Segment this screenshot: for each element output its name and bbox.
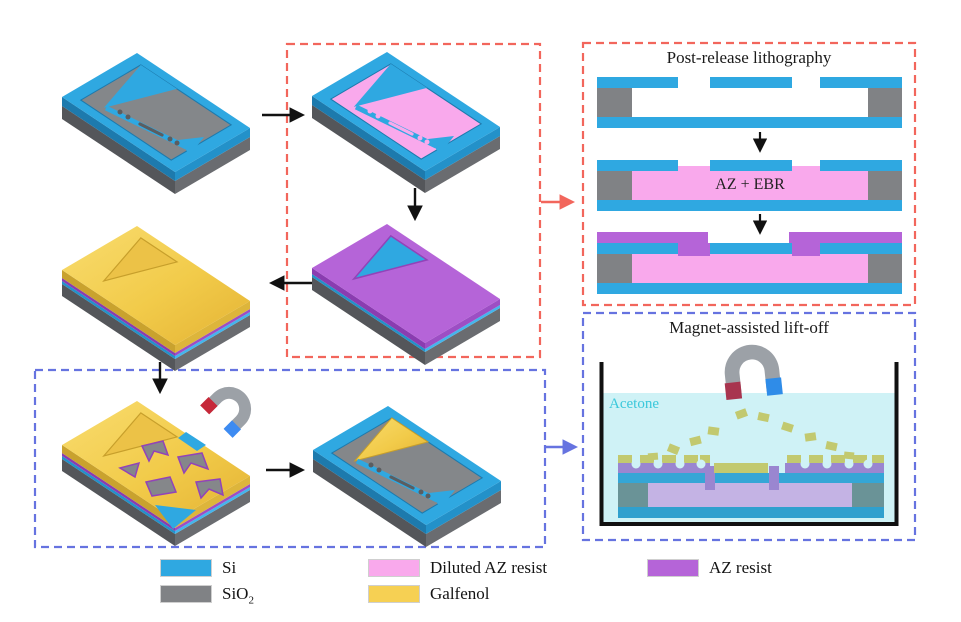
fan-pattern [353, 63, 427, 107]
chip-galfenol [62, 226, 250, 371]
legend-swatch-si [160, 559, 212, 577]
legend-swatch-sio2 [160, 585, 212, 603]
chip-final [313, 406, 501, 547]
fan-imprint [102, 237, 179, 282]
cross-sections [597, 77, 902, 294]
chip-liftoff-magnet [62, 386, 252, 546]
chip-az-resist [312, 224, 500, 365]
cross-section-patterned [597, 232, 902, 294]
az-ebr-label: AZ + EBR [715, 176, 785, 193]
legend-text-sub: 2 [248, 594, 254, 607]
legend-label-si: Si [222, 558, 236, 578]
liftoff-title: Magnet-assisted lift-off [669, 318, 829, 337]
magnet-south-pole [223, 420, 242, 438]
galfenol-tabs [618, 455, 884, 463]
chip-etched-start [62, 53, 250, 194]
beam-holes [367, 108, 430, 145]
beaker-walls [599, 362, 899, 526]
legend-swatch-galfenol [368, 585, 420, 603]
flow-arrows [152, 107, 579, 478]
legend-label-sio2: SiO2 [222, 584, 254, 610]
blue-dashed-box-right [581, 311, 917, 542]
blue-dashed-box-left [33, 368, 547, 549]
liftoff-notches [631, 459, 873, 469]
horseshoe-magnet-3d [200, 386, 252, 438]
cross-section-filled [597, 160, 902, 211]
exposed-si-notch [178, 432, 206, 451]
fan-pattern [103, 64, 177, 108]
liftoff-holes [118, 440, 224, 500]
legend-text: Galfenol [430, 584, 490, 603]
legend-label-galfenol: Galfenol [430, 584, 489, 604]
legend-text: Diluted AZ resist [430, 558, 548, 577]
cross-section-released [597, 77, 902, 128]
magnet-north-pole [200, 396, 218, 415]
beam-holes [368, 462, 431, 499]
legend-text: SiO [222, 584, 249, 603]
acetone-label: Acetone [609, 396, 659, 412]
beam-holes [117, 109, 180, 146]
magnet-north-pole [724, 381, 743, 401]
legend-text: Si [222, 558, 237, 577]
fan-opening [351, 234, 429, 281]
chip-diluted-resist [312, 52, 500, 193]
legend-label-az-resist: AZ resist [709, 558, 772, 578]
galfenol-fan [353, 417, 430, 462]
legend-swatch-az-resist [647, 559, 699, 577]
magnet-south-pole [765, 377, 783, 396]
horseshoe-magnet-beaker [724, 344, 783, 401]
legend-label-diluted-az: Diluted AZ resist [430, 558, 547, 578]
post-release-title: Post-release lithography [666, 48, 832, 67]
legend-swatch-diluted-az [368, 559, 420, 577]
legend-text: AZ resist [709, 558, 772, 577]
fan-imprint [102, 412, 179, 457]
galfenol-flakes [647, 408, 855, 461]
red-dashed-box-right [581, 41, 917, 307]
exposed-si-bite [155, 505, 196, 529]
beaker-scene [599, 344, 899, 526]
sample-stack [618, 455, 884, 518]
